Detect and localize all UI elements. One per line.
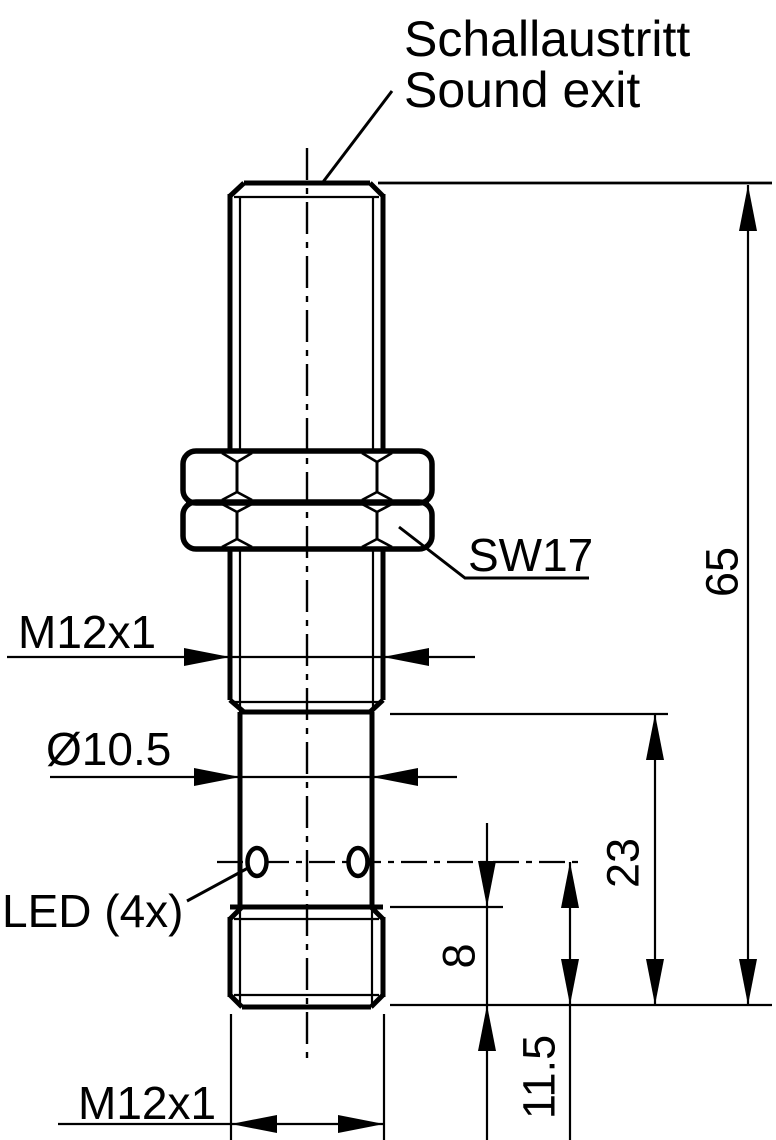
- arrowhead-up: [561, 862, 579, 908]
- dimension-overall-length: [739, 185, 757, 1005]
- dim-lower-body-length: 23: [598, 838, 649, 888]
- dimension-led-offset: [561, 862, 579, 1140]
- arrowhead-left: [231, 1115, 277, 1133]
- arrowhead-right: [338, 1115, 384, 1133]
- arrowhead-up: [739, 185, 757, 231]
- label-sound-exit-de: Schallaustritt: [404, 11, 690, 67]
- label-thread-size-bottom: M12x1: [78, 1077, 216, 1129]
- top-threaded-section: [227, 180, 386, 452]
- arrowhead-up: [478, 1005, 496, 1051]
- label-led-count: LED (4x): [2, 885, 183, 937]
- arrowhead-down: [739, 959, 757, 1005]
- dim-bottom-thread-length: 8: [434, 943, 485, 968]
- middle-threaded-section: [227, 548, 386, 715]
- wrench-size-leader-line: [398, 525, 589, 580]
- led-indicator: [245, 845, 269, 879]
- dimension-bottom-thread-length: [478, 823, 496, 1140]
- label-thread-size-top: M12x1: [18, 606, 156, 658]
- arrowhead-right: [184, 648, 230, 666]
- dimension-lower-body-length: [646, 714, 664, 1005]
- dimension-thread-top: [7, 648, 475, 666]
- narrow-body-section: [237, 712, 375, 907]
- arrowhead-right: [194, 768, 240, 786]
- arrowhead-down: [561, 959, 579, 1005]
- label-wrench-size: SW17: [468, 529, 593, 581]
- label-diameter: Ø10.5: [46, 723, 171, 775]
- hex-nuts: [180, 448, 435, 552]
- dimension-thread-bottom: [58, 1014, 386, 1140]
- arrowhead-left: [383, 648, 429, 666]
- arrowhead-up: [646, 714, 664, 760]
- arrowhead-down: [478, 861, 496, 907]
- arrowhead-left: [372, 768, 418, 786]
- arrowhead-down: [646, 959, 664, 1005]
- dimension-diameter: [50, 768, 457, 786]
- led-indicator: [346, 845, 370, 879]
- dim-led-offset: 11.5: [514, 1035, 565, 1119]
- label-sound-exit-en: Sound exit: [404, 62, 640, 118]
- sound-exit-leader-line: [321, 90, 394, 183]
- dim-overall-length: 65: [697, 547, 748, 597]
- bottom-threaded-section: [227, 904, 386, 1010]
- led-leader-line: [186, 866, 249, 903]
